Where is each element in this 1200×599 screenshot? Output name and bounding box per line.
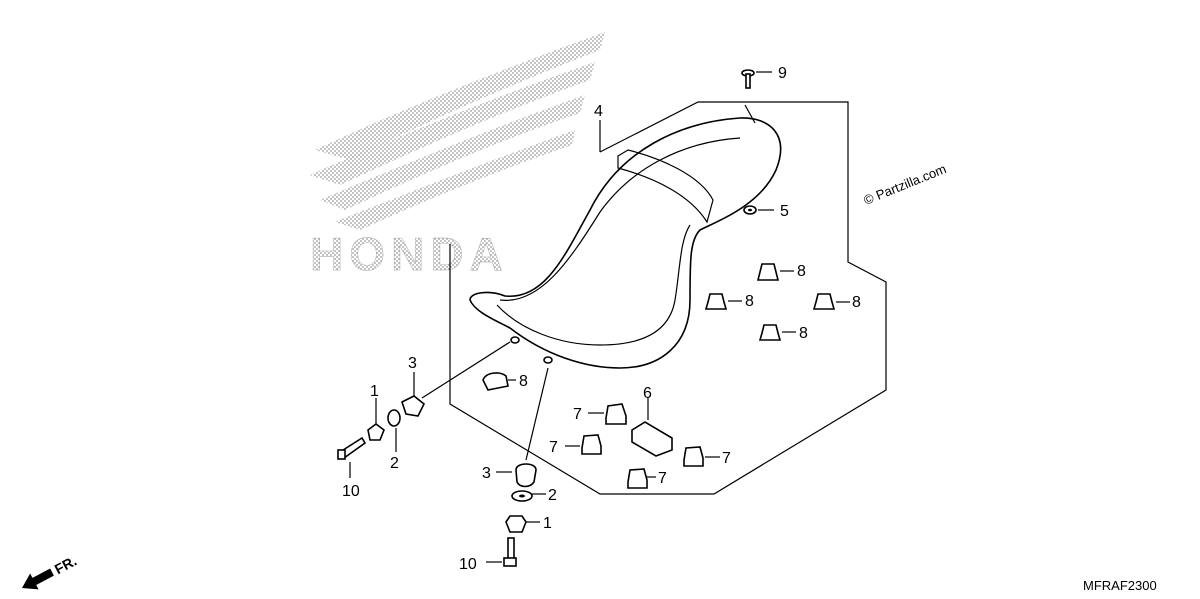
part-5-washer: 5: [743, 203, 789, 220]
callout-6: 6: [643, 385, 652, 402]
part-8-cushion-e: 8: [482, 372, 528, 391]
callout-10b: 10: [459, 556, 477, 573]
callout-7d: 7: [658, 470, 667, 487]
callout-8c: 8: [852, 294, 861, 311]
part-3-grommet-bottom: [515, 463, 537, 488]
part-9-screw: 9: [741, 65, 787, 89]
leader-bottom-mount: [525, 367, 549, 461]
callout-7c: 7: [722, 450, 731, 467]
front-direction-arrow: FR.: [22, 553, 79, 590]
part-8-cushion-c: 8: [812, 293, 861, 311]
part-7-cushion-b: 7: [549, 434, 602, 456]
callout-2b: 2: [548, 487, 557, 504]
seat-assembly: [469, 104, 782, 369]
callout-2a: 2: [390, 455, 399, 472]
callout-7b: 7: [549, 439, 558, 456]
honda-wing-logo: [310, 32, 605, 230]
part-7-cushion-a: 7: [573, 403, 627, 425]
part-10-bolt-left: [337, 436, 367, 460]
leader-left-mount: [421, 341, 511, 399]
part-2-washer-left: [387, 409, 401, 427]
callout-8e: 8: [519, 373, 528, 390]
part-7-cushion-d: 7: [627, 468, 667, 489]
callout-10a: 10: [342, 483, 360, 500]
part-2-washer-bottom: [511, 490, 533, 502]
callout-1a: 1: [370, 383, 379, 400]
callout-3b: 3: [482, 465, 491, 482]
part-1-collar-bottom: [505, 515, 527, 533]
callout-1b: 1: [543, 515, 552, 532]
callout-8a: 8: [797, 263, 806, 280]
part-6-bracket: 6: [631, 385, 673, 457]
assembly-boundary: [449, 101, 887, 495]
part-1-collar-left: [367, 423, 385, 441]
honda-wordmark-text: HONDA: [310, 228, 509, 280]
copyright-text: © Partzilla.com: [862, 161, 949, 208]
part-7-cushion-c: 7: [683, 446, 731, 467]
part-8-cushion-b: 8: [704, 293, 754, 310]
callout-7a: 7: [573, 406, 582, 423]
callout-4: 4: [594, 103, 603, 120]
part-8-cushion-a: 8: [756, 263, 806, 281]
callout-9: 9: [778, 65, 787, 82]
part-10-bolt-bottom: [503, 537, 517, 567]
part-3-grommet-left: [401, 395, 426, 417]
callout-8d: 8: [799, 325, 808, 342]
diagram-code: MFRAF2300: [1083, 578, 1157, 593]
callout-5: 5: [780, 203, 789, 220]
front-direction-label: FR.: [52, 553, 79, 578]
honda-wordmark: HONDA: [310, 228, 509, 280]
callout-8b: 8: [745, 293, 754, 310]
callout-3a: 3: [408, 355, 417, 372]
part-8-cushion-d: 8: [758, 324, 808, 342]
